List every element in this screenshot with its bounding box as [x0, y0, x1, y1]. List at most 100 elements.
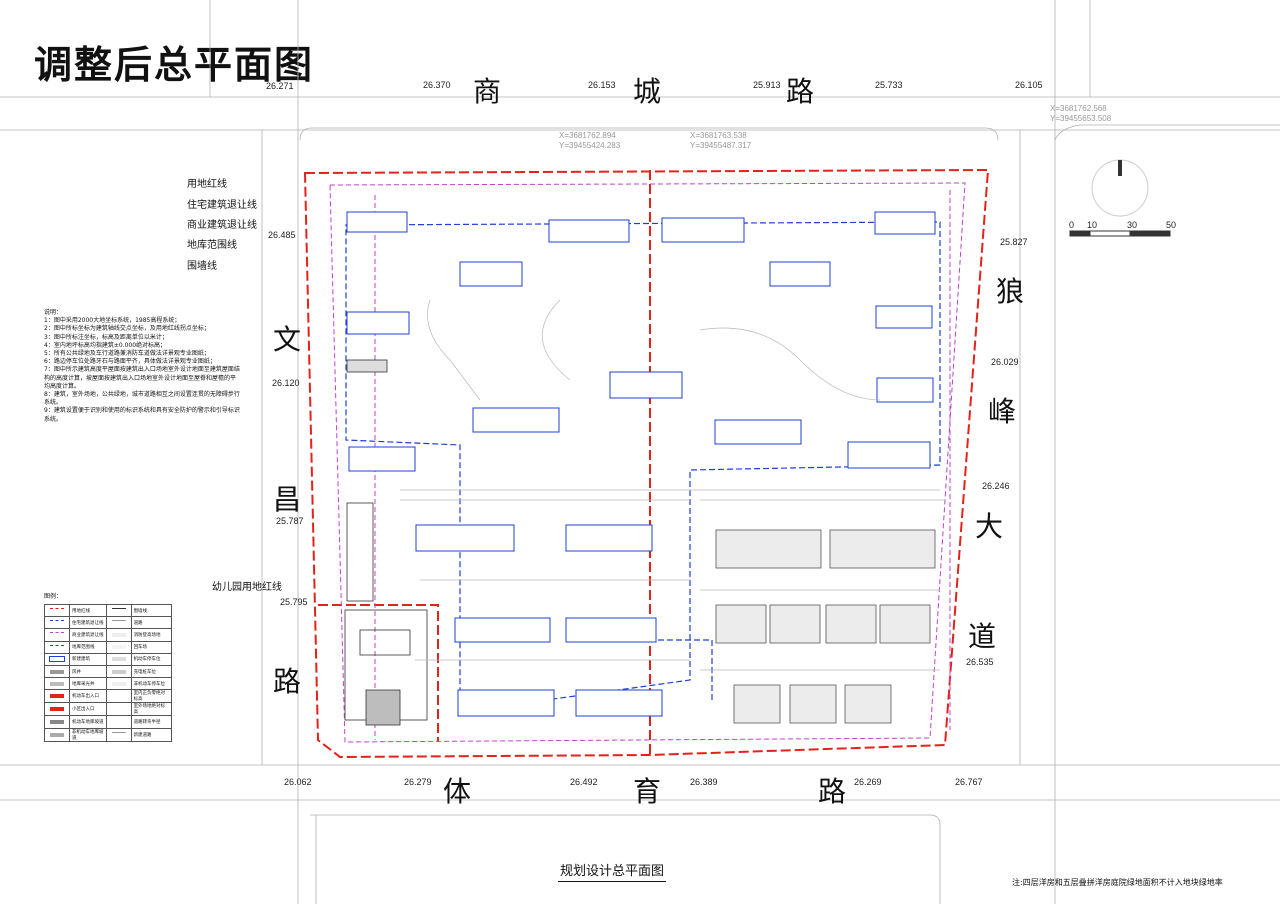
legend-swatch [105, 628, 132, 642]
road-east-char-3: 大 [975, 510, 1004, 543]
legend-label: 非机动车地库坡道 [69, 727, 107, 742]
scale-label-10: 10 [1087, 220, 1098, 230]
villa-blocks [715, 529, 936, 724]
road-north-char-1: 商 [473, 75, 502, 108]
site-paths [400, 299, 945, 671]
road-north-char-2: 城 [633, 75, 662, 108]
elevation-east-3: 26.246 [982, 481, 1010, 491]
note-6: 6：路边停车位处路牙石与路面平齐，具体做法详景观专业图纸； [44, 358, 216, 366]
legend-row: 新建建筑机动车停车位 [44, 652, 173, 666]
callout-residential-setback: 住宅建筑退让线 [187, 200, 257, 211]
legend-row: 非机动车地库坡道 新建道路 [44, 727, 173, 742]
legend-label: 回车场 [130, 640, 173, 654]
road-south-char-2: 育 [633, 775, 662, 808]
road-east-char-4: 道 [968, 620, 997, 653]
legend-label: 新建道路 [130, 727, 173, 742]
residential-buildings [346, 211, 936, 717]
legend-label: 新建建筑 [69, 652, 107, 666]
elevation-east-2: 26.029 [991, 357, 1019, 367]
elevation-south-1: 26.062 [284, 777, 312, 787]
scale-label-50: 50 [1166, 220, 1177, 230]
elevation-south-2: 26.279 [404, 777, 432, 787]
elevation-south-4: 26.389 [690, 777, 718, 787]
legend-row: 商业建筑退让线 消防登高场地 [44, 628, 173, 642]
legend-label: 用地红线 [69, 603, 107, 618]
scale-label-0: 0 [1069, 220, 1075, 230]
legend-swatch [44, 628, 70, 642]
coordinate-north-1: X=3681762.894 Y=39455424.283 [559, 131, 621, 150]
legend-row: 住宅建筑退让线 道路 [44, 616, 173, 630]
legend-label: 地库采光井 [69, 677, 107, 691]
note-5: 5：所有公共绿地及车行道路兼消防车道做法详景观专业图纸； [44, 350, 210, 358]
legend-swatch [44, 715, 70, 729]
note-heading: 说明： [44, 309, 63, 316]
legend-swatch [105, 689, 132, 704]
coordinate-northeast: X=3681762.568 Y=39455653.508 [1050, 104, 1112, 123]
legend-row: 小区出入口室外场地绝对标高 [44, 702, 173, 717]
scale-label-30: 30 [1127, 220, 1138, 230]
drawing-caption: 规划设计总平面图 [558, 860, 667, 882]
legend-swatch [105, 727, 132, 742]
annex-buildings [344, 359, 428, 726]
legend-swatch [105, 677, 132, 691]
elevation-north-2: 26.370 [423, 80, 451, 90]
legend-label: 消防登高场地 [130, 628, 173, 642]
legend-label: 机动车地库坡道 [69, 715, 107, 729]
elevation-north-4: 25.913 [753, 80, 781, 90]
legend-label: 住宅建筑退让线 [69, 616, 107, 630]
legend-row: 机动车地库坡道道路转弯半径 [44, 715, 173, 729]
legend-swatch [44, 689, 70, 704]
legend: 图例： 用地红线围墙线住宅建筑退让线道路商业建筑退让线消防登高场地地库范围线回车… [44, 591, 173, 742]
legend-swatch [44, 727, 70, 742]
legend-label: 道路 [130, 616, 173, 630]
legend-swatch [44, 603, 70, 618]
road-west-char-3: 路 [273, 665, 302, 698]
legend-swatch [105, 702, 132, 717]
road-south-char-3: 路 [818, 775, 847, 808]
road-south-char-1: 体 [443, 775, 472, 808]
road-west-char-1: 文 [273, 323, 302, 356]
legend-label: 室内正负零绝对标高 [130, 689, 173, 704]
callout-site-red-line: 用地红线 [187, 179, 227, 190]
callout-commercial-setback: 商业建筑退让线 [187, 220, 257, 231]
elevation-west-2: 26.120 [272, 378, 300, 388]
road-east-char-1: 狼 [996, 275, 1025, 308]
legend-swatch [44, 652, 70, 666]
page-title: 调整后总平面图 [34, 43, 315, 87]
road-north-char-3: 路 [786, 75, 815, 108]
legend-heading: 图例： [44, 593, 63, 600]
basement-boundary-blue [345, 221, 941, 713]
legend-table: 用地红线围墙线住宅建筑退让线道路商业建筑退让线消防登高场地地库范围线回车场新建建… [44, 603, 173, 742]
legend-swatch [44, 616, 70, 630]
callout-fence-line: 围墙线 [187, 261, 217, 272]
elevation-north-5: 25.733 [875, 80, 903, 90]
legend-row: 地库采光井非机动车停车位 [44, 677, 173, 691]
footnote: 注:四层洋房和五层叠拼洋房庭院绿地面积不计入地块绿地率 [1012, 878, 1223, 887]
note-8: 8：建筑，室外场地，公共绿地，城市道路相互之间设置连贯的无障碍步行系统。 [44, 391, 240, 407]
legend-label: 小区出入口 [69, 702, 107, 717]
design-notes: 说明： 1：图中采用2000大地坐标系统，1985高程系统； 2：图中所标坐标为… [44, 309, 240, 424]
elevation-south-5: 26.269 [854, 777, 882, 787]
legend-swatch [105, 715, 132, 729]
elevation-south-3: 26.492 [570, 777, 598, 787]
note-1: 1：图中采用2000大地坐标系统，1985高程系统； [44, 317, 181, 325]
road-west-char-2: 昌 [273, 483, 302, 516]
site-boundary-red [303, 168, 990, 759]
elevation-north-1: 26.271 [266, 81, 294, 91]
legend-swatch [105, 664, 132, 679]
legend-swatch [44, 664, 70, 679]
legend-label: 商业建筑退让线 [69, 628, 107, 642]
legend-row: 地库范围线回车场 [44, 640, 173, 654]
legend-swatch [105, 603, 132, 618]
elevation-west-3: 25.787 [276, 516, 304, 526]
elevation-south-6: 26.767 [955, 777, 983, 787]
legend-swatch [44, 702, 70, 717]
note-3: 3：图中所标注坐标，标高及距离单位以米计； [44, 333, 168, 341]
elevation-north-6: 26.105 [1015, 80, 1043, 90]
legend-swatch [105, 640, 132, 654]
legend-row: 机动车出入口室内正负零绝对标高 [44, 689, 173, 704]
note-4: 4：室内地坪标高均指建筑±0.000绝对标高； [44, 341, 167, 349]
note-9: 9：建筑设置便于识别和使用的标识系统和具有安全防护的警示和引导标识系统。 [44, 407, 240, 423]
legend-swatch [105, 652, 132, 666]
